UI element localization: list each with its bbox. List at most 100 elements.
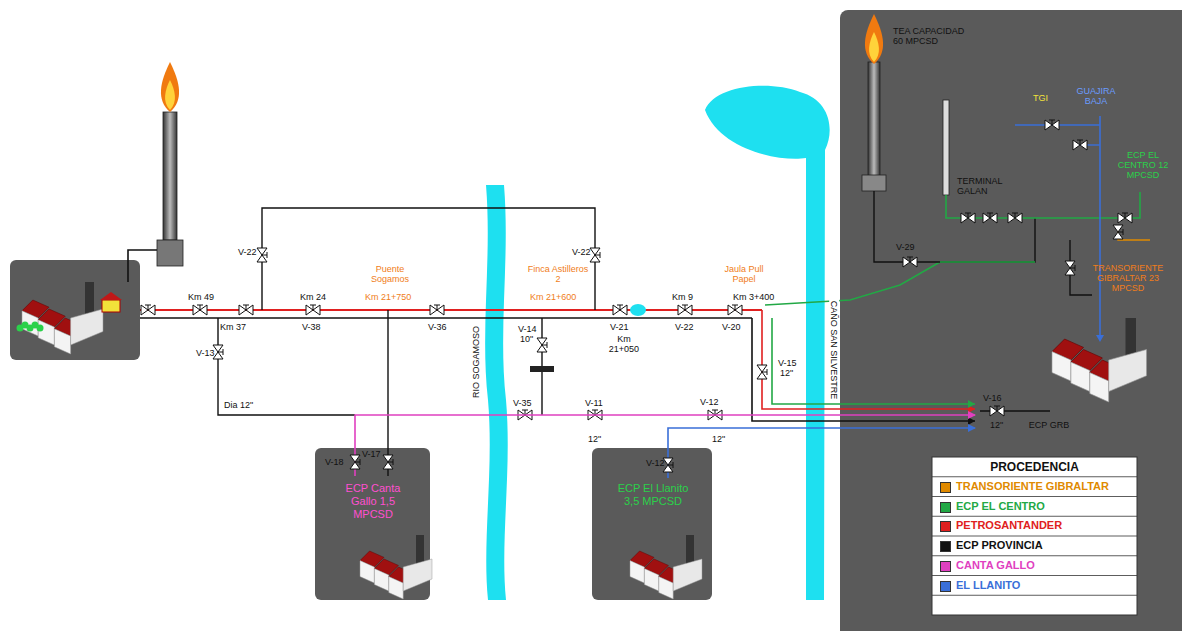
valve-half [383, 462, 393, 469]
valve-symbol [1118, 213, 1132, 223]
factory-wall [659, 577, 673, 599]
factory-icon [630, 535, 702, 599]
valve-symbol [590, 248, 600, 262]
pipe-label: Km 21+600 [530, 292, 576, 302]
river [485, 185, 508, 600]
legend-row-line [932, 575, 1137, 576]
pipe-label: V-29 [896, 242, 915, 252]
flame-inner [165, 80, 175, 110]
factory-wall [1109, 350, 1147, 392]
valve-symbol [613, 305, 627, 315]
valve-half [590, 248, 600, 255]
valve-half [757, 372, 767, 379]
flame-inner [869, 32, 879, 62]
pipe-label: Jaula Pull Papel [722, 264, 766, 284]
pipe-line [762, 310, 975, 409]
valve-handle [1123, 229, 1124, 235]
valve-half [735, 305, 742, 315]
facility-box: ECP Canta Gallo 1,5 MPCSD [315, 448, 430, 600]
valve-stem [200, 305, 201, 310]
valve-half [239, 305, 246, 315]
pipe-label: V-22 [238, 247, 257, 257]
valve-handle [1075, 265, 1076, 271]
pipe-label: V-16 [983, 393, 1002, 403]
valve-handle [965, 213, 971, 214]
valve-half [246, 305, 253, 315]
valve-half [537, 338, 547, 345]
pipe-label: V-15 [778, 358, 797, 368]
pipe-line [765, 262, 940, 305]
pipe-label: V-35 [513, 398, 532, 408]
valve-stem [246, 305, 247, 310]
factory-wall [22, 311, 38, 336]
factory-wall [374, 569, 388, 591]
valve-half [350, 462, 360, 469]
legend-text: ECP PROVINCIA [956, 539, 1043, 552]
valve-handle [994, 406, 1000, 407]
valve-half [141, 305, 148, 315]
valve-half [1125, 213, 1132, 223]
valve-stem [735, 305, 736, 310]
factory-wall [1052, 352, 1071, 381]
valve-symbol [728, 305, 742, 315]
valve-handle [393, 459, 394, 465]
valve-stem [542, 345, 547, 346]
valve-stem [1125, 213, 1126, 218]
valve-half [257, 248, 267, 255]
valve-symbol [990, 406, 1004, 416]
valve-symbol [537, 338, 547, 352]
factory-icon [22, 282, 103, 354]
valve-handle [1012, 213, 1018, 214]
valve-handle [907, 257, 913, 258]
node-text: ECP El Llanito 3,5 MPCSD [612, 482, 694, 508]
pipe-label: V-22 [572, 247, 591, 257]
legend-row-line [932, 555, 1137, 556]
flow-connector [668, 428, 975, 448]
valve-symbol [757, 365, 767, 379]
pipe-label: Km 9 [672, 292, 693, 302]
factory-wall [71, 309, 103, 345]
pipe-label: V-22 [675, 322, 694, 332]
pipe-label: TEA CAPACIDAD 60 MPCSD [893, 26, 973, 46]
valve-stem [1118, 232, 1123, 233]
valve-stem [388, 462, 393, 463]
legend-text: PETROSANTANDER [956, 519, 1062, 532]
valve-half [968, 213, 975, 223]
valve-half [983, 213, 990, 223]
node-text: ECP Canta Gallo 1,5 MPCSD [332, 482, 414, 521]
valve-handle [1122, 213, 1128, 214]
pipe-label: V-17 [362, 449, 381, 459]
valve-stem [968, 213, 969, 218]
legend-text: TRANSORIENTE GIBRALTAR [956, 480, 1109, 493]
valve-handle [732, 305, 738, 306]
legend-swatch [940, 561, 951, 572]
valve-handle [267, 252, 268, 258]
valve-stem [1015, 213, 1016, 218]
valve-half [350, 455, 360, 462]
pipe-label: V-38 [302, 322, 321, 332]
valve-handle [987, 213, 993, 214]
factory-wall [54, 329, 70, 354]
valve-half [1045, 120, 1052, 130]
valve-symbol [383, 455, 393, 469]
valve-handle [592, 410, 598, 411]
pipe-label: TGI [1033, 93, 1048, 103]
arrow-head [968, 417, 975, 425]
valve-symbol [961, 213, 975, 223]
valve-handle [617, 305, 623, 306]
valve-symbol [257, 248, 267, 262]
pipe-label: V-11 [585, 398, 603, 408]
pipe-label: GUAJIRA BAJA [1070, 86, 1122, 106]
valve-half [437, 305, 444, 315]
valve-half [910, 257, 917, 267]
valve-symbol [1113, 225, 1123, 239]
legend-row-line [932, 476, 1137, 477]
legend-text: ECP EL CENTRO [956, 500, 1045, 513]
valve-stem [685, 305, 686, 310]
valve-handle [682, 305, 688, 306]
pipe-label: Dia 12" [224, 400, 253, 410]
valve-symbol [239, 305, 253, 315]
pipe-line [218, 318, 355, 415]
